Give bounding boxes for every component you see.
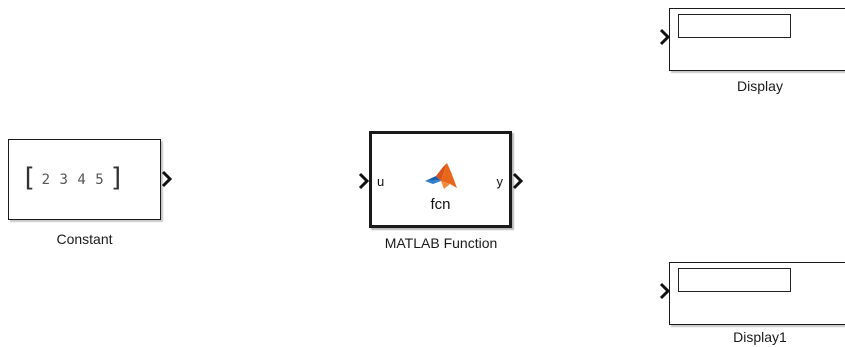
- matlab-function-input-port[interactable]: [358, 172, 370, 190]
- constant-value: [ 2 3 4 5 ]: [21, 165, 125, 191]
- display-value-box: [678, 14, 791, 38]
- constant-block[interactable]: [ 2 3 4 5 ]: [8, 139, 161, 220]
- display1-block[interactable]: [669, 262, 845, 325]
- output-port-label: y: [496, 174, 504, 189]
- constant-elements: 2 3 4 5: [41, 171, 105, 188]
- constant-label[interactable]: Constant: [56, 231, 113, 247]
- matlab-function-block[interactable]: u y fcn: [369, 131, 512, 228]
- display1-input-port[interactable]: [659, 282, 671, 300]
- display-block[interactable]: [669, 8, 845, 71]
- constant-output-port[interactable]: [161, 170, 173, 188]
- open-bracket: [: [21, 163, 37, 193]
- matlab-function-label[interactable]: MATLAB Function: [384, 235, 498, 251]
- function-name: fcn: [430, 196, 451, 213]
- display1-label[interactable]: Display1: [733, 329, 787, 345]
- input-port-label: u: [377, 174, 385, 189]
- close-bracket: ]: [109, 163, 125, 193]
- matlab-logo-icon: [425, 163, 457, 189]
- display-input-port[interactable]: [659, 28, 671, 46]
- display-label[interactable]: Display: [737, 78, 783, 94]
- matlab-function-output-port[interactable]: [512, 172, 524, 190]
- display1-value-box: [678, 268, 791, 292]
